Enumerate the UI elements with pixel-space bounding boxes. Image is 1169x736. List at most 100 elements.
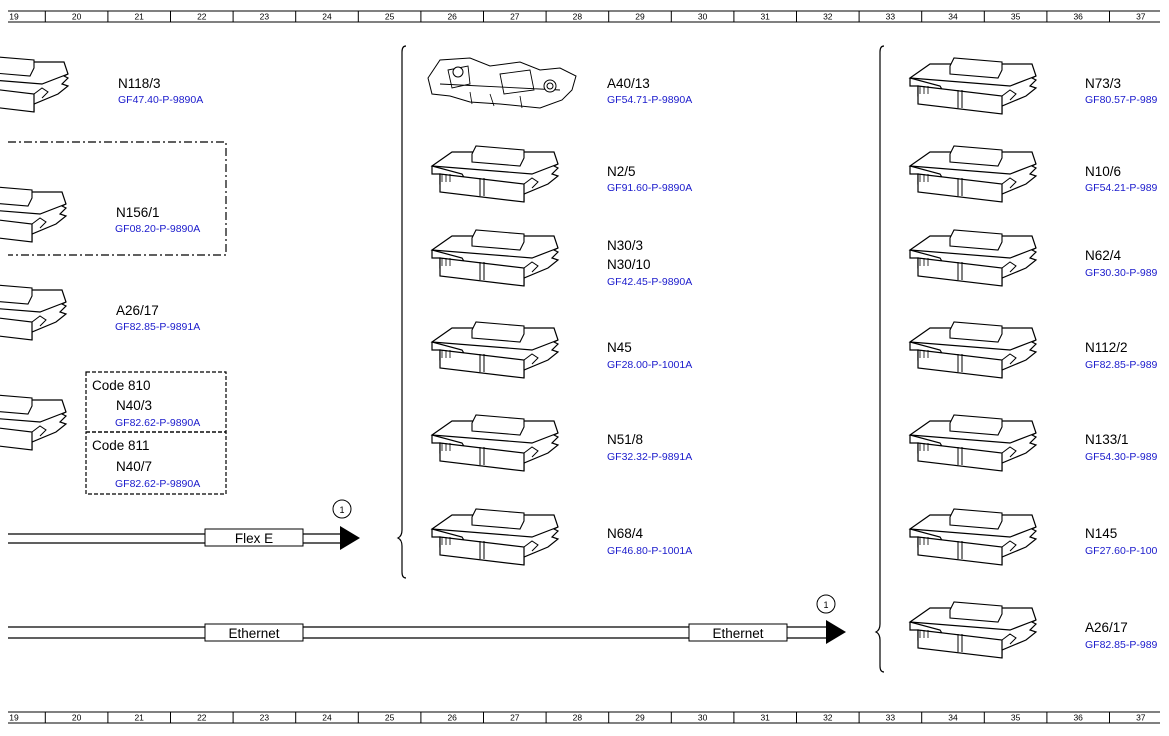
component-ref[interactable]: GF08.20-P-9890A bbox=[115, 223, 200, 235]
module-n62-4[interactable]: N62/4 GF30.30-P-989 bbox=[909, 229, 1158, 287]
brace-middle bbox=[396, 45, 407, 579]
component-label: N133/1 bbox=[1085, 432, 1129, 447]
code-label: Code 811 bbox=[92, 438, 150, 453]
component-ref[interactable]: GF46.80-P-1001A bbox=[607, 545, 692, 557]
component-ref[interactable]: GF80.57-P-989 bbox=[1085, 94, 1158, 106]
ruler-number: 37 bbox=[1136, 12, 1146, 22]
ruler-number: 21 bbox=[134, 12, 144, 22]
component-label: N62/4 bbox=[1085, 248, 1122, 263]
ruler-number: 34 bbox=[948, 12, 958, 22]
module-n68-4[interactable]: N68/4 GF46.80-P-1001A bbox=[431, 508, 692, 566]
module-a40-13[interactable]: A40/13 GF54.71-P-9890A bbox=[427, 57, 692, 109]
component-label: A40/13 bbox=[607, 76, 650, 91]
ruler-number: 24 bbox=[322, 713, 332, 723]
module-n51-8[interactable]: N51/8 GF32.32-P-9891A bbox=[431, 414, 692, 472]
module-n145[interactable]: N145 GF27.60-P-100 bbox=[909, 508, 1158, 566]
ruler-number: 22 bbox=[197, 713, 207, 723]
component-ref[interactable]: GF30.30-P-989 bbox=[1085, 267, 1158, 279]
ruler-number: 20 bbox=[72, 12, 82, 22]
bus-flex-e[interactable]: Flex E 1 bbox=[8, 499, 360, 550]
component-ref[interactable]: GF28.00-P-1001A bbox=[607, 359, 692, 371]
ruler-number: 27 bbox=[510, 713, 520, 723]
module-a26-17-left[interactable]: A26/17 GF82.85-P-9891A bbox=[0, 283, 200, 341]
ruler-number: 30 bbox=[698, 12, 708, 22]
component-label: N118/3 bbox=[118, 76, 161, 91]
bus-ethernet[interactable]: Ethernet Ethernet 1 bbox=[8, 594, 846, 644]
component-label: N45 bbox=[607, 340, 632, 355]
component-label: N112/2 bbox=[1085, 340, 1128, 355]
component-ref[interactable]: GF27.60-P-100 bbox=[1085, 545, 1158, 557]
ruler-number: 28 bbox=[573, 12, 583, 22]
module-n30[interactable]: N30/3 N30/10 GF42.45-P-9890A bbox=[431, 229, 692, 288]
component-label: N2/5 bbox=[607, 164, 636, 179]
component-ref[interactable]: GF91.60-P-9890A bbox=[607, 182, 692, 194]
component-label: N145 bbox=[1085, 526, 1117, 541]
marker-number: 1 bbox=[823, 600, 828, 610]
ruler-number: 30 bbox=[698, 713, 708, 723]
component-label: N30/10 bbox=[607, 257, 651, 272]
component-label: N40/3 bbox=[116, 398, 152, 413]
component-label: N73/3 bbox=[1085, 76, 1121, 91]
component-ref[interactable]: GF42.45-P-9890A bbox=[607, 276, 692, 288]
module-n133-1[interactable]: N133/1 GF54.30-P-989 bbox=[909, 414, 1158, 472]
module-n2-5[interactable]: N2/5 GF91.60-P-9890A bbox=[431, 145, 692, 203]
module-n73-3[interactable]: N73/3 GF80.57-P-989 bbox=[909, 57, 1158, 115]
ruler-number: 25 bbox=[385, 713, 395, 723]
ruler-number: 21 bbox=[134, 713, 144, 723]
module-a26-17-right[interactable]: A26/17 GF82.85-P-989 bbox=[909, 601, 1158, 659]
component-label: N30/3 bbox=[607, 238, 643, 253]
ruler-number: 32 bbox=[823, 713, 833, 723]
module-n45[interactable]: N45 GF28.00-P-1001A bbox=[431, 321, 692, 379]
ruler-number: 36 bbox=[1073, 12, 1083, 22]
component-label: N40/7 bbox=[116, 459, 152, 474]
ruler-number: 20 bbox=[72, 713, 82, 723]
component-ref[interactable]: GF82.85-P-989 bbox=[1085, 639, 1158, 651]
component-ref[interactable]: GF47.40-P-9890A bbox=[118, 94, 203, 106]
marker-number: 1 bbox=[339, 505, 344, 515]
ruler-number: 26 bbox=[447, 713, 457, 723]
component-ref[interactable]: GF82.85-P-9891A bbox=[115, 321, 200, 333]
ruler-number: 37 bbox=[1136, 713, 1146, 723]
module-n112-2[interactable]: N112/2 GF82.85-P-989 bbox=[909, 321, 1158, 379]
component-ref[interactable]: GF82.85-P-989 bbox=[1085, 359, 1158, 371]
ruler-number: 23 bbox=[260, 713, 270, 723]
ruler-number: 31 bbox=[760, 12, 770, 22]
connector-marker bbox=[816, 594, 836, 614]
ruler-number: 24 bbox=[322, 12, 332, 22]
ruler-number: 35 bbox=[1011, 713, 1021, 723]
component-ref[interactable]: GF54.21-P-989 bbox=[1085, 182, 1158, 194]
component-label: A26/17 bbox=[1085, 620, 1128, 635]
component-label: N156/1 bbox=[116, 205, 160, 220]
ruler-number: 29 bbox=[635, 713, 645, 723]
ruler-number: 22 bbox=[197, 12, 207, 22]
ruler-number: 29 bbox=[635, 12, 645, 22]
ruler-number: 19 bbox=[9, 713, 19, 723]
component-label: N68/4 bbox=[607, 526, 644, 541]
right-column: N73/3 GF80.57-P-989 N10/6 GF54.21-P-989 … bbox=[909, 57, 1158, 659]
ruler-number: 33 bbox=[886, 713, 896, 723]
bus-label: Flex E bbox=[235, 531, 273, 546]
ruler-number: 26 bbox=[447, 12, 457, 22]
left-column: N118/3 GF47.40-P-9890A N156/1 GF08.20-P-… bbox=[0, 55, 227, 495]
module-n118-3[interactable]: N118/3 GF47.40-P-9890A bbox=[0, 55, 203, 113]
component-ref[interactable]: GF82.62-P-9890A bbox=[115, 417, 200, 429]
module-n10-6[interactable]: N10/6 GF54.21-P-989 bbox=[909, 145, 1158, 203]
module-n156-1[interactable]: N156/1 GF08.20-P-9890A bbox=[0, 185, 200, 243]
ruler-number: 31 bbox=[760, 713, 770, 723]
bus-label: Ethernet bbox=[712, 626, 763, 641]
component-ref[interactable]: GF54.30-P-989 bbox=[1085, 451, 1158, 463]
ruler-number: 28 bbox=[573, 713, 583, 723]
component-ref[interactable]: GF54.71-P-9890A bbox=[607, 94, 692, 106]
bus-label: Ethernet bbox=[228, 626, 279, 641]
ruler-number: 33 bbox=[886, 12, 896, 22]
brace-right bbox=[874, 45, 885, 673]
component-label: N10/6 bbox=[1085, 164, 1121, 179]
module-n40[interactable] bbox=[0, 393, 67, 451]
component-ref[interactable]: GF32.32-P-9891A bbox=[607, 451, 692, 463]
ruler-number: 32 bbox=[823, 12, 833, 22]
ruler-number: 35 bbox=[1011, 12, 1021, 22]
component-ref[interactable]: GF82.62-P-9890A bbox=[115, 478, 200, 490]
